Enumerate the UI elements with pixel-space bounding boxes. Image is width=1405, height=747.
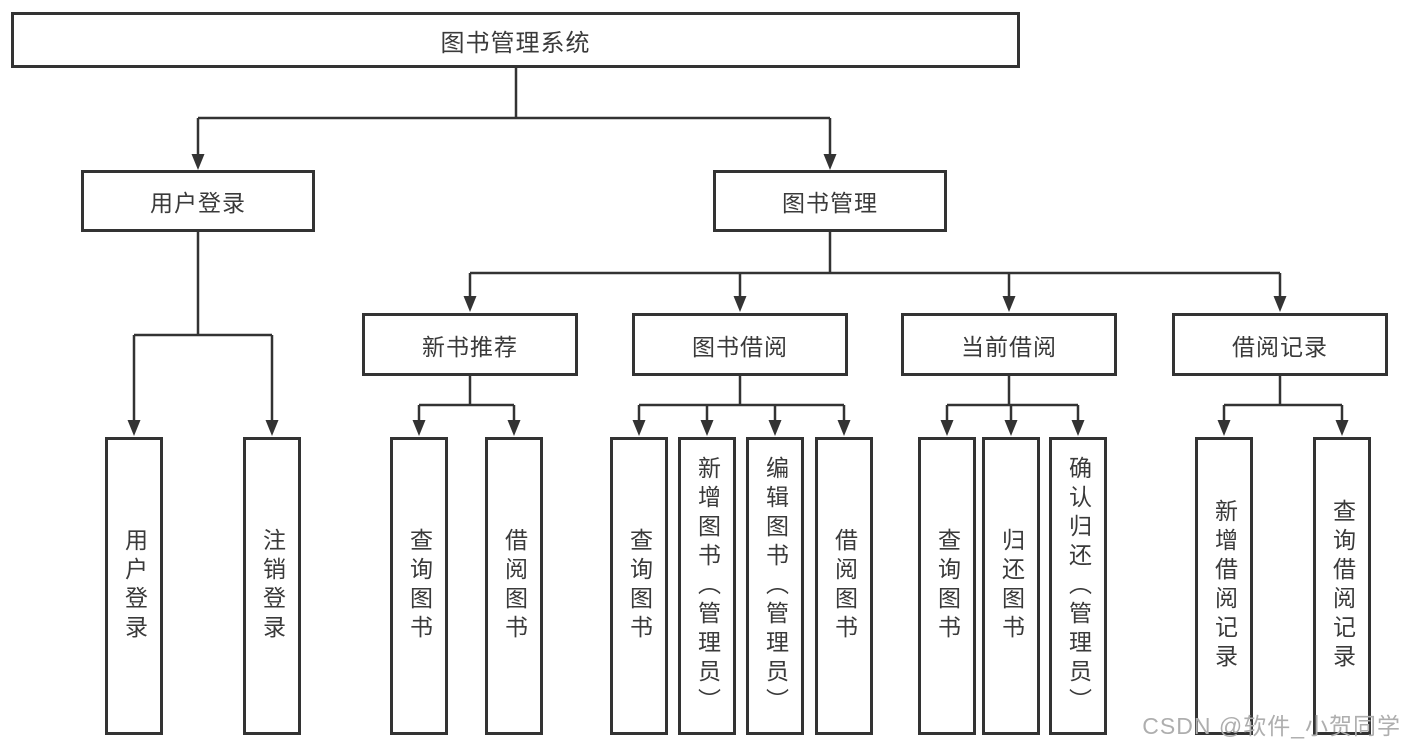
node-book-borrow: 图书借阅 [632,313,848,376]
connector-path [1222,376,1344,424]
leaf-query-borrow-record: 查询借阅记录 [1313,437,1371,735]
arrow-down-icon [1071,420,1085,436]
node-new-book-recommend-label: 新书推荐 [422,333,518,360]
leaf-add-books-admin: 新增图书（管理员） [678,437,736,735]
connector-path [637,376,846,424]
arrow-down-icon [1335,420,1349,436]
connector-path [468,232,1282,300]
arrow-down-icon [507,420,521,436]
leaf-query-borrow-record-label: 查询借阅记录 [1329,499,1356,673]
arrow-down-icon [823,154,837,170]
arrow-down-icon [1217,420,1231,436]
leaf-add-books-admin-label: 新增图书（管理员） [694,455,721,717]
connector-path [417,376,516,424]
leaf-return-books: 归还图书 [982,437,1040,735]
leaf-logout: 注销登录 [243,437,301,735]
arrow-down-icon [1002,296,1016,312]
leaf-borrow-books: 借阅图书 [815,437,873,735]
leaf-borrow-books-recommend-label: 借阅图书 [501,528,528,644]
connector-path [196,68,832,158]
leaf-edit-books-admin: 编辑图书（管理员） [746,437,804,735]
node-book-management-label: 图书管理 [782,190,878,216]
arrow-down-icon [1004,420,1018,436]
leaf-add-borrow-record-label: 新增借阅记录 [1211,499,1238,673]
leaf-query-books-borrow: 查询图书 [610,437,668,735]
arrow-down-icon [265,420,279,436]
node-user-login-label: 用户登录 [150,190,246,216]
leaf-query-books-borrow-label: 查询图书 [626,528,653,644]
arrow-down-icon [700,420,714,436]
leaf-edit-books-admin-label: 编辑图书（管理员） [762,455,789,717]
leaf-query-books-current-label: 查询图书 [934,528,961,644]
leaf-return-books-label: 归还图书 [998,528,1025,644]
arrow-down-icon [940,420,954,436]
leaf-add-borrow-record: 新增借阅记录 [1195,437,1253,735]
leaf-confirm-return-admin-label: 确认归还（管理员） [1065,455,1092,717]
leaf-query-books-recommend: 查询图书 [390,437,448,735]
arrow-down-icon [463,296,477,312]
connector-path [945,376,1080,424]
leaf-user-login: 用户登录 [105,437,163,735]
leaf-logout-label: 注销登录 [259,528,286,644]
node-borrow-records-label: 借阅记录 [1232,333,1328,360]
node-new-book-recommend: 新书推荐 [362,313,578,376]
arrow-down-icon [127,420,141,436]
leaf-confirm-return-admin: 确认归还（管理员） [1049,437,1107,735]
leaf-user-login-label: 用户登录 [121,528,148,644]
arrow-down-icon [768,420,782,436]
node-current-borrow: 当前借阅 [901,313,1117,376]
arrow-down-icon [1273,296,1287,312]
arrow-down-icon [733,296,747,312]
leaf-query-books-current: 查询图书 [918,437,976,735]
node-book-management: 图书管理 [713,170,947,232]
csdn-watermark: CSDN @软件_小贺同学 [1142,713,1401,739]
leaf-borrow-books-recommend: 借阅图书 [485,437,543,735]
node-root: 图书管理系统 [11,12,1020,68]
arrow-down-icon [412,420,426,436]
arrow-down-icon [191,154,205,170]
node-borrow-records: 借阅记录 [1172,313,1388,376]
leaf-query-books-recommend-label: 查询图书 [406,528,433,644]
arrow-down-icon [837,420,851,436]
node-book-borrow-label: 图书借阅 [692,333,788,360]
leaf-borrow-books-label: 借阅图书 [831,528,858,644]
node-current-borrow-label: 当前借阅 [961,333,1057,360]
connector-path [132,232,274,424]
arrow-down-icon [632,420,646,436]
node-user-login: 用户登录 [81,170,315,232]
node-root-label: 图书管理系统 [440,29,591,57]
